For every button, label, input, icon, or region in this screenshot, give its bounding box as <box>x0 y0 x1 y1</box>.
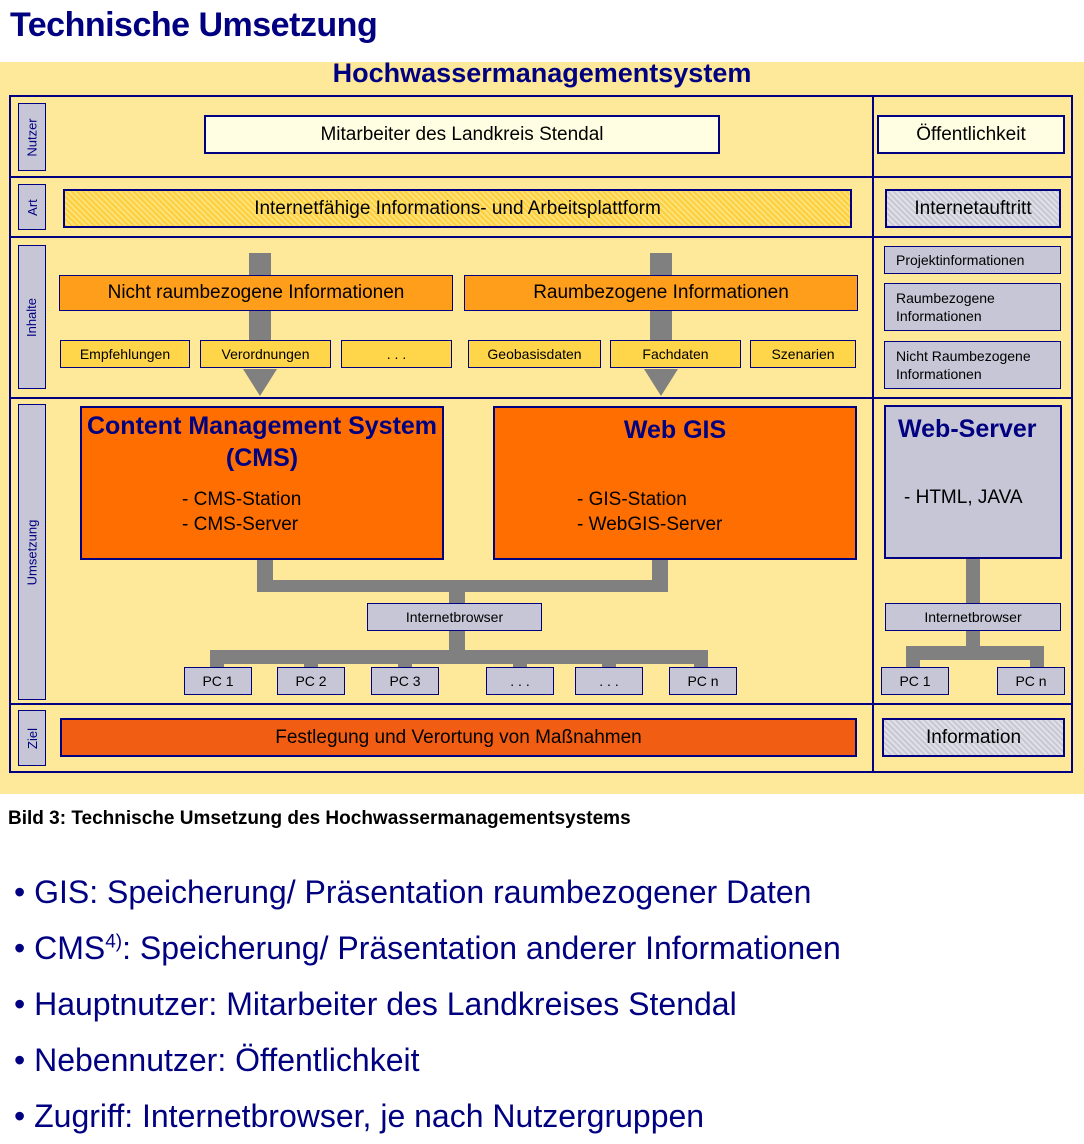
cms-items: - CMS-Station - CMS-Server <box>182 487 301 537</box>
webgis-item: - WebGIS-Server <box>577 514 723 535</box>
row-label-ziel: Ziel <box>18 710 46 766</box>
connector <box>906 646 920 668</box>
pc-box: PC 1 <box>881 667 949 695</box>
bullet-text: : Speicherung/ Präsentation anderer Info… <box>122 930 841 966</box>
bullet-item: • Nebennutzer: Öffentlichkeit <box>14 1042 420 1078</box>
connector <box>449 580 465 604</box>
grid-line <box>872 95 874 773</box>
connector <box>1030 646 1044 668</box>
webserver-items: - HTML, JAVA <box>904 485 1023 510</box>
footnote-marker: 4) <box>105 931 123 953</box>
content-item-box: . . . <box>341 340 452 368</box>
pc-box: PC 3 <box>371 667 439 695</box>
row-label-umsetzung: Umsetzung <box>18 404 46 700</box>
pc-box: PC n <box>997 667 1065 695</box>
connector <box>210 650 708 664</box>
measures-box: Festlegung und Verortung von Maßnahmen <box>60 718 857 757</box>
cms-title: Content Management System (CMS) <box>86 412 438 472</box>
connector <box>966 558 980 604</box>
public-content-box: Projektinformationen <box>884 246 1061 274</box>
cms-item: - CMS-Station <box>182 489 302 510</box>
bullet-item: • Zugriff: Internetbrowser, je nach Nutz… <box>14 1098 705 1134</box>
bullet-item: • CMS4): Speicherung/ Präsentation ander… <box>14 930 841 967</box>
webserver-box: Web-Server - HTML, JAVA <box>884 405 1062 559</box>
grid-line <box>9 703 1073 705</box>
content-item-box: Fachdaten <box>610 340 741 368</box>
connector <box>210 650 224 668</box>
bullet-text: • CMS <box>14 930 106 966</box>
grid-line <box>9 236 1073 238</box>
pc-box: PC 2 <box>277 667 345 695</box>
figure-caption: Bild 3: Technische Umsetzung des Hochwas… <box>8 808 631 829</box>
row-label-nutzer: Nutzer <box>18 103 46 171</box>
connector <box>304 650 318 668</box>
bullet-item: • GIS: Speicherung/ Präsentation raumbez… <box>14 874 812 910</box>
grid-line <box>1071 95 1073 773</box>
users-staff-box: Mitarbeiter des Landkreis Stendal <box>204 115 720 154</box>
webserver-item: - HTML, JAVA <box>904 487 1023 508</box>
row-label-art: Art <box>18 184 46 230</box>
platform-box: Internetfähige Informations- und Arbeits… <box>63 189 852 228</box>
pc-box: . . . <box>575 667 643 695</box>
webgis-item: - GIS-Station <box>577 489 687 510</box>
content-item-box: Szenarien <box>750 340 856 368</box>
information-box: Information <box>882 718 1065 757</box>
row-label-inhalte: Inhalte <box>18 245 46 389</box>
internet-browser-box: Internetbrowser <box>367 603 542 631</box>
public-content-box: Nicht Raumbezogene Informationen <box>884 341 1061 389</box>
page-title: Technische Umsetzung <box>10 6 378 44</box>
web-presence-box: Internetauftritt <box>885 189 1061 228</box>
pc-box: . . . <box>486 667 554 695</box>
internet-browser-public-box: Internetbrowser <box>885 603 1061 631</box>
connector <box>694 650 708 668</box>
webgis-box: Web GIS - GIS-Station - WebGIS-Server <box>493 406 857 560</box>
non-spatial-info-box: Nicht raumbezogene Informationen <box>59 275 453 311</box>
connector <box>398 650 412 668</box>
webgis-title: Web GIS <box>623 416 727 444</box>
users-public-box: Öffentlichkeit <box>877 115 1065 154</box>
grid-line <box>9 397 1073 399</box>
arrow-head-cms <box>243 369 277 396</box>
bullet-item: • Hauptnutzer: Mitarbeiter des Landkreis… <box>14 986 737 1022</box>
content-item-box: Geobasisdaten <box>468 340 601 368</box>
spatial-info-box: Raumbezogene Informationen <box>464 275 858 311</box>
grid-line <box>9 176 1073 178</box>
pc-box: PC 1 <box>184 667 252 695</box>
content-item-box: Verordnungen <box>200 340 331 368</box>
cms-item: - CMS-Server <box>182 514 299 535</box>
arrow-head-gis <box>644 369 678 396</box>
grid-line <box>9 95 1073 97</box>
content-item-box: Empfehlungen <box>60 340 190 368</box>
connector <box>906 646 1044 660</box>
connector <box>449 630 465 650</box>
public-content-box: Raumbezogene Informationen <box>884 283 1061 331</box>
grid-line <box>9 771 1073 773</box>
connector <box>513 650 527 668</box>
webgis-items: - GIS-Station - WebGIS-Server <box>577 487 722 537</box>
webserver-title: Web-Server <box>898 415 1037 443</box>
pc-box: PC n <box>669 667 737 695</box>
cms-box: Content Management System (CMS) - CMS-St… <box>80 406 444 560</box>
connector <box>966 630 980 648</box>
connector <box>602 650 616 668</box>
grid-line <box>9 95 11 773</box>
diagram-title: Hochwassermanagementsystem <box>332 58 752 88</box>
